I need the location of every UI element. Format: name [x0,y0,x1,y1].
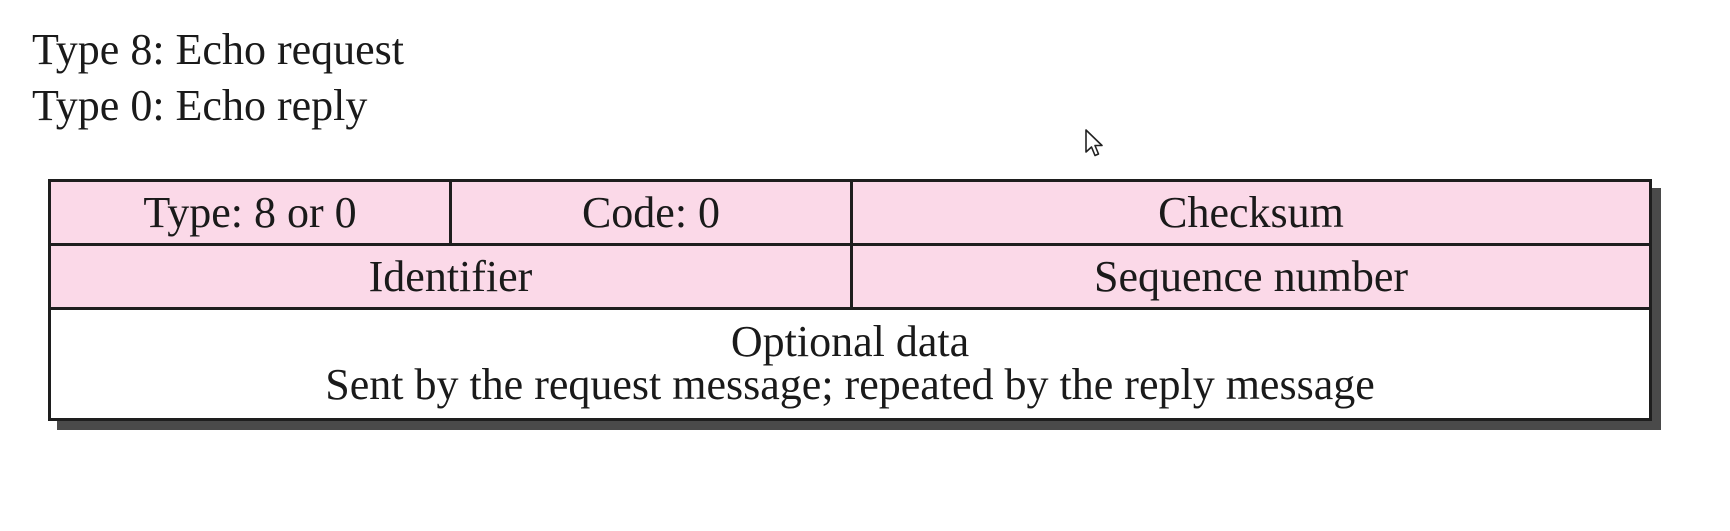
icmp-echo-packet-format: Type: 8 or 0 Code: 0 Checksum Identifier… [48,179,1652,421]
field-checksum: Checksum [853,182,1649,243]
field-sequence-number: Sequence number [853,246,1649,307]
type-legend: Type 8: Echo request Type 0: Echo reply [32,22,404,134]
mouse-pointer-icon [1085,129,1103,157]
optional-data-title: Optional data [730,316,970,366]
field-code: Code: 0 [452,182,853,243]
field-optional-data: Optional data Sent by the request messag… [51,310,1649,415]
field-identifier: Identifier [51,246,853,307]
optional-data-description: Sent by the request message; repeated by… [325,359,1375,409]
legend-echo-request: Type 8: Echo request [32,25,405,74]
field-type: Type: 8 or 0 [51,182,452,243]
packet-row-id-seq: Identifier Sequence number [51,246,1649,310]
legend-echo-reply: Type 0: Echo reply [32,81,368,130]
packet-row-header: Type: 8 or 0 Code: 0 Checksum [51,182,1649,246]
